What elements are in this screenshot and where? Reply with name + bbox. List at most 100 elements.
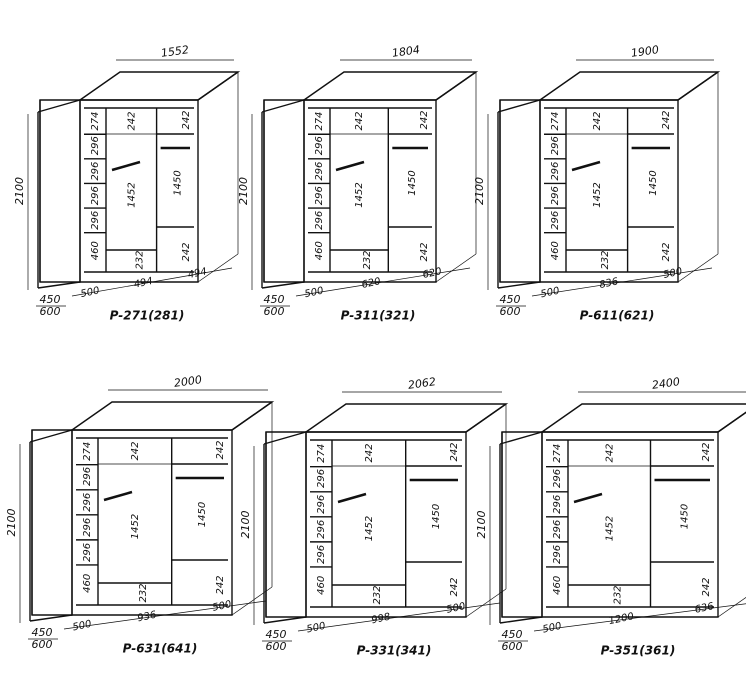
inner-dim-1: 242 — [604, 443, 615, 462]
bottom-dim-line — [71, 267, 233, 297]
inner-dim-1: 242 — [130, 441, 141, 460]
bottom-dim-1: 500 — [80, 285, 101, 300]
shelf-dim-6: 460 — [552, 576, 563, 595]
bottom-dim-2: 1200 — [608, 611, 635, 627]
top-panel — [301, 71, 479, 101]
shelf-dim-4: 296 — [316, 520, 327, 539]
depth-outer-label: 600 — [40, 305, 61, 318]
shelf-dim-2: 296 — [552, 469, 563, 488]
wardrobe-drawing-6: 2400210045060027429629629629646024214522… — [475, 375, 746, 658]
bottom-dim-3: 620 — [422, 266, 443, 281]
wardrobe-drawing-2: 1804210045060027429629629629646024214522… — [237, 43, 479, 323]
top-panel — [303, 403, 509, 433]
depth-outer-label: 600 — [266, 640, 287, 653]
bottom-dim-1: 500 — [304, 285, 325, 300]
bottom-dim-3: 500 — [211, 599, 232, 614]
shelf-dim-1: 274 — [314, 112, 325, 131]
inner-dim-3: 232 — [372, 585, 383, 604]
middle-rail — [335, 160, 365, 172]
top-panel — [77, 71, 241, 101]
bottom-dim-3: 500 — [662, 266, 683, 281]
inner-dim-1: 242 — [354, 111, 365, 130]
model-label: P-311(321) — [341, 309, 416, 323]
inner-dim-4: 242 — [449, 442, 460, 461]
inner-dim-6: 242 — [419, 242, 430, 261]
inner-dim-5: 1450 — [679, 504, 690, 529]
depth-inner-label: 450 — [266, 628, 287, 641]
inner-dim-5: 1450 — [407, 170, 418, 195]
top-right-edge — [677, 71, 719, 101]
model-label: P-351(361) — [601, 644, 676, 658]
inner-dim-2: 1452 — [126, 182, 137, 207]
inner-dim-6: 242 — [181, 242, 192, 261]
shelf-dim-5: 296 — [316, 545, 327, 564]
depth-inner-label: 450 — [264, 293, 285, 306]
inner-dim-6: 242 — [215, 575, 226, 594]
shelf-dim-2: 296 — [90, 136, 101, 155]
inner-dim-3: 232 — [612, 585, 623, 604]
side-panel — [499, 99, 541, 283]
bottom-dim-line — [531, 267, 713, 297]
bottom-dim-1: 500 — [540, 286, 561, 301]
shelf-dim-4: 296 — [90, 186, 101, 205]
top-right-edge — [435, 71, 477, 101]
shelf-dim-3: 296 — [550, 162, 561, 181]
inner-dim-3: 232 — [362, 250, 373, 269]
wardrobe-drawing-5: 2062210045060027429629629629646024214522… — [239, 375, 509, 658]
left-side-bottom — [497, 281, 541, 289]
shelf-dim-1: 274 — [550, 112, 561, 131]
left-side-top — [263, 431, 307, 445]
shelf-dim-4: 296 — [550, 186, 561, 205]
inner-dim-5: 1450 — [172, 170, 183, 195]
bottom-dim-2: 494 — [133, 276, 154, 291]
bottom-dim-1: 500 — [306, 621, 327, 636]
left-side-bottom — [261, 281, 305, 289]
shelf-dim-2: 296 — [550, 136, 561, 155]
height-label: 2100 — [13, 177, 26, 205]
model-label: P-631(641) — [123, 642, 198, 656]
inner-dim-6: 242 — [701, 577, 712, 596]
height-label: 2100 — [239, 511, 252, 539]
side-panel — [39, 99, 81, 283]
width-label: 1900 — [630, 43, 660, 60]
shelf-dim-2: 296 — [314, 136, 325, 155]
left-side-bottom — [499, 616, 543, 624]
inner-dim-2: 1452 — [592, 182, 603, 207]
height-label: 2100 — [475, 511, 488, 539]
depth-outer-label: 600 — [502, 640, 523, 653]
left-side-top — [261, 99, 305, 113]
bottom-dim-line — [533, 603, 746, 632]
left-side-top — [29, 429, 73, 443]
inner-dim-2: 1452 — [130, 514, 141, 539]
left-side-bottom — [29, 614, 73, 622]
shelf-dim-1: 274 — [90, 112, 101, 131]
top-right-edge — [197, 71, 239, 101]
width-label: 2400 — [651, 375, 681, 392]
shelf-dim-6: 460 — [90, 241, 101, 260]
shelf-dim-6: 460 — [550, 241, 561, 260]
depth-inner-label: 450 — [32, 626, 53, 639]
wardrobe-drawing-3: 1900210045060027429629629629646024214522… — [473, 43, 721, 323]
left-side-bottom — [37, 281, 81, 289]
shelf-dim-2: 296 — [316, 469, 327, 488]
middle-rail — [111, 160, 141, 172]
inner-dim-6: 242 — [661, 242, 672, 261]
inner-dim-3: 232 — [600, 250, 611, 269]
inner-dim-4: 242 — [419, 110, 430, 129]
model-label: P-271(281) — [110, 309, 185, 323]
width-label: 1804 — [391, 43, 421, 60]
inner-dim-2: 1452 — [354, 182, 365, 207]
bottom-right-edge — [677, 253, 719, 283]
inner-dim-2: 1452 — [604, 516, 615, 541]
inner-dim-1: 242 — [126, 111, 137, 130]
bottom-dim-1: 500 — [72, 619, 93, 634]
bottom-dim-3: 500 — [445, 601, 466, 616]
inner-dim-3: 232 — [138, 583, 149, 602]
shelf-dim-3: 296 — [552, 495, 563, 514]
bottom-right-edge — [197, 253, 239, 283]
shelf-dim-5: 296 — [314, 211, 325, 230]
height-label: 2100 — [5, 509, 18, 537]
bottom-dim-line — [63, 600, 267, 630]
shelf-dim-5: 296 — [550, 211, 561, 230]
